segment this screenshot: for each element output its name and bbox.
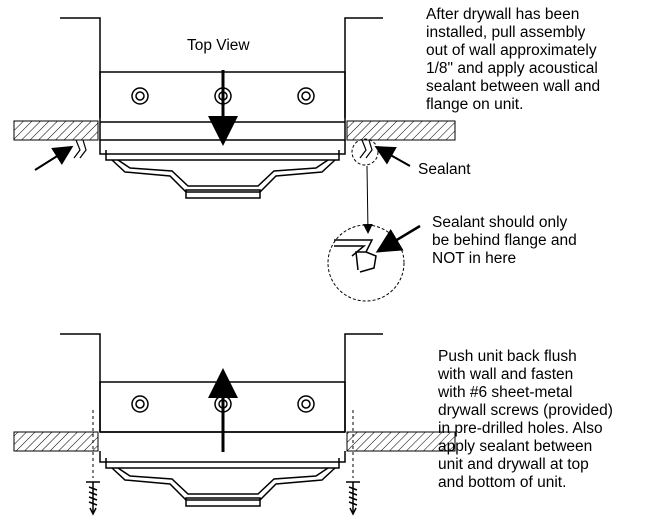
detail-callout-small xyxy=(351,138,379,166)
drywall-panels xyxy=(13,120,456,141)
detail-note: Sealant should only be behind flange and… xyxy=(432,214,577,267)
sealant-arrow-right xyxy=(374,146,411,167)
screw-right-icon xyxy=(346,481,360,516)
detail-arrow xyxy=(375,224,421,253)
installed-view-figure xyxy=(13,333,456,516)
sealant-label: Sealant xyxy=(418,161,471,178)
detail-leader xyxy=(362,165,373,234)
mounting-holes xyxy=(131,87,315,105)
screw-left-icon xyxy=(86,481,100,516)
flange-clips xyxy=(73,139,373,159)
top-view-figure xyxy=(13,17,456,302)
step1-instructions: After drywall has been installed, pull a… xyxy=(426,6,601,113)
step2-instructions: Push unit back flush with wall and faste… xyxy=(438,348,613,491)
detail-callout-large xyxy=(327,224,405,302)
drywall-panels-2 xyxy=(13,431,456,452)
detail-flange xyxy=(334,239,377,273)
sealant-arrow-left xyxy=(34,145,74,171)
top-view-label: Top View xyxy=(187,37,250,54)
drywall-screws xyxy=(86,410,360,516)
